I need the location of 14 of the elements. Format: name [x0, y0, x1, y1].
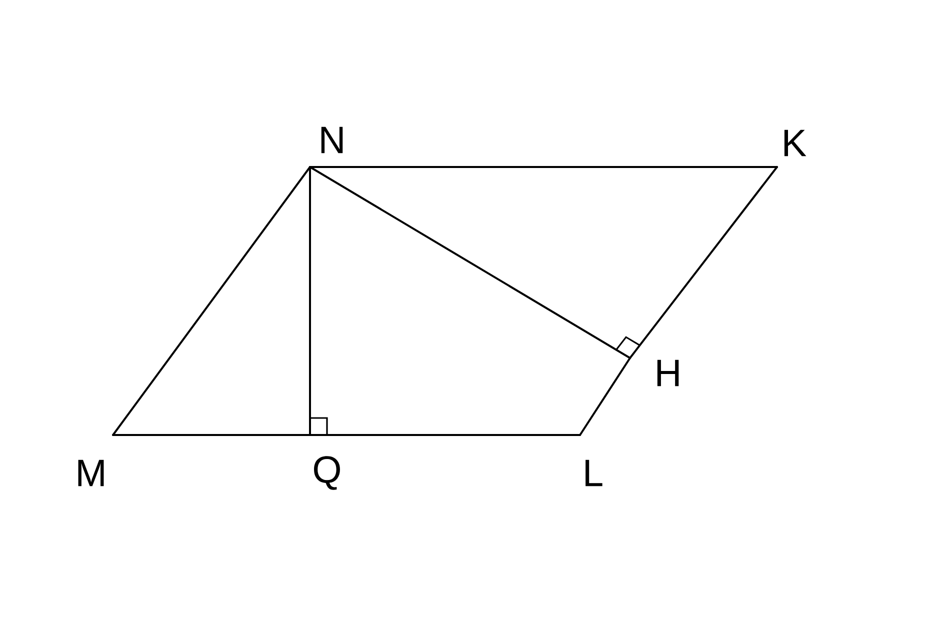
vertex-label: L: [586, 460, 602, 486]
line-segment: [309, 434, 581, 436]
line-segment: [112, 166, 311, 436]
line-segment: [579, 357, 631, 436]
line-segment: [309, 166, 778, 168]
line-segment: [309, 166, 311, 436]
vertex-label: Q: [314, 456, 340, 490]
line-segment: [629, 166, 778, 359]
vertex-label: H: [657, 360, 679, 386]
vertex-label: N: [321, 126, 343, 154]
vertex-label: K: [784, 130, 806, 156]
line-segment: [112, 434, 311, 436]
line-segment: [309, 166, 631, 359]
vertex-label: M: [78, 460, 104, 486]
